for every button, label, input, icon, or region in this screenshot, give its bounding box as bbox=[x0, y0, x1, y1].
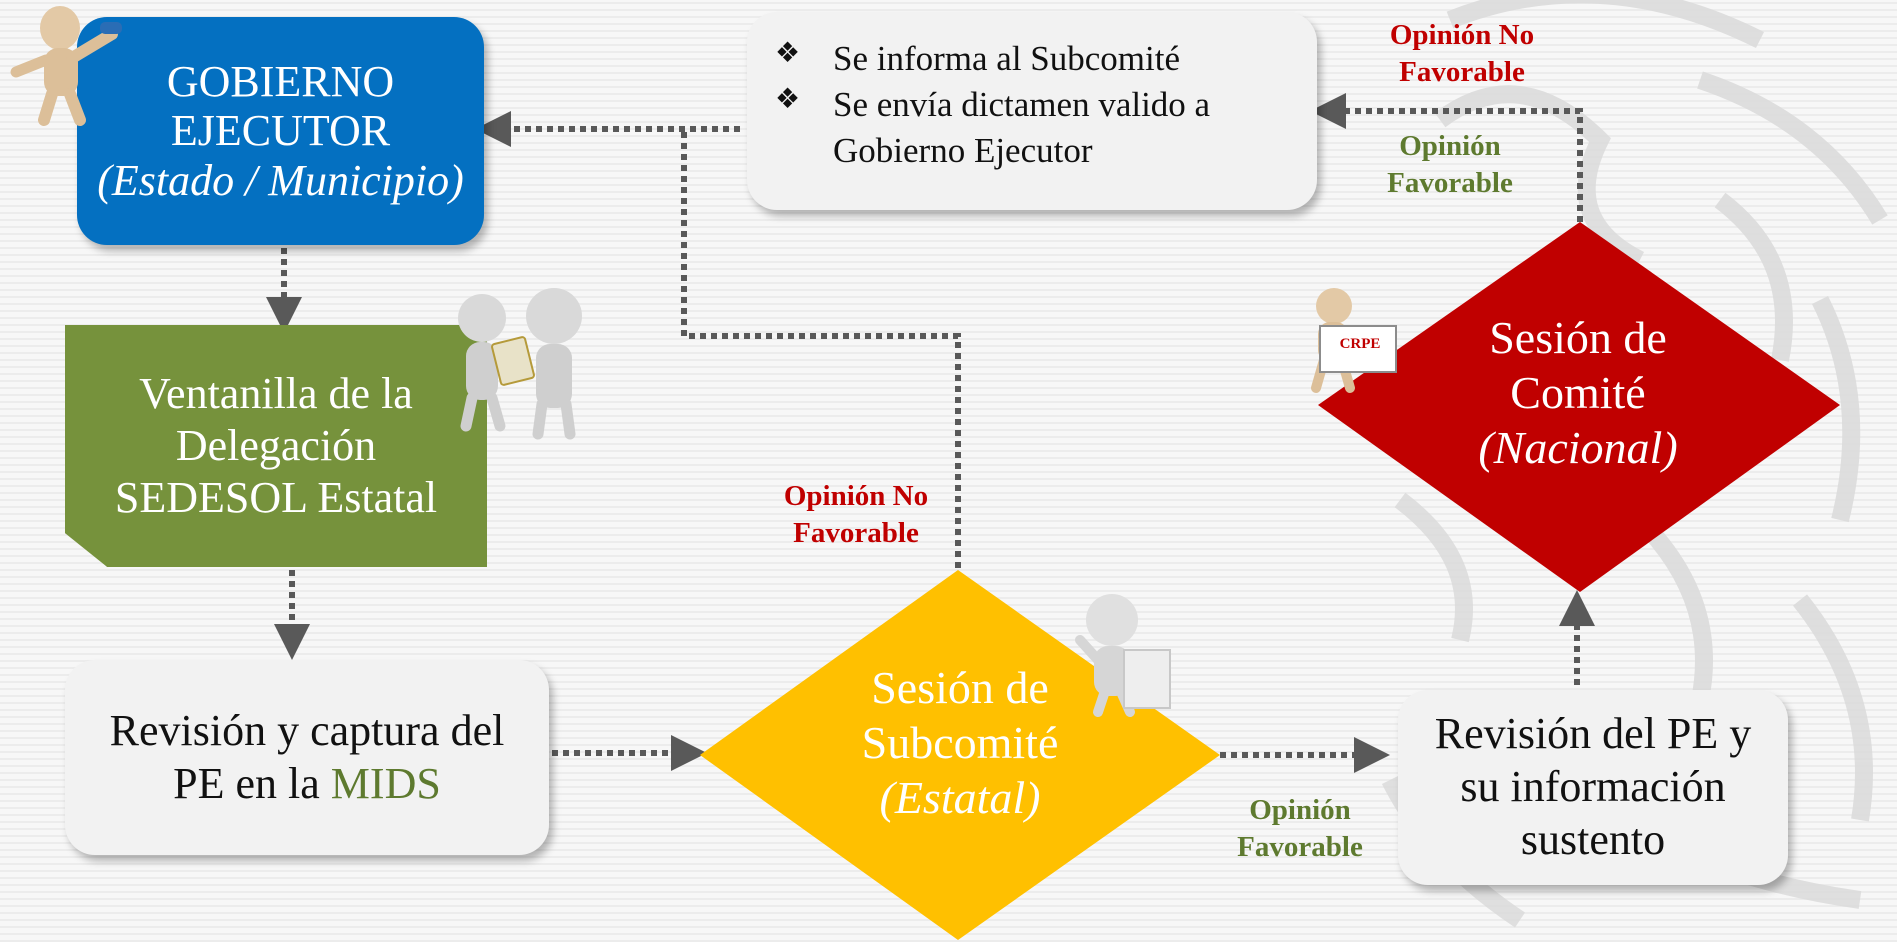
ventanilla-line1: Ventanilla de la bbox=[139, 369, 413, 419]
label-line: Favorable bbox=[1387, 167, 1513, 200]
thumbs-up-figure-icon bbox=[1075, 594, 1171, 717]
crpe-sign-figure-icon bbox=[1311, 288, 1397, 393]
comite-label: Sesión de Comité (Nacional) bbox=[1418, 310, 1738, 476]
informa-item-1: ❖ Se informa al Subcomité bbox=[775, 36, 1317, 82]
label-line: Opinión bbox=[1249, 794, 1351, 826]
comite-line3: (Nacional) bbox=[1478, 422, 1678, 474]
comite-line2: Comité bbox=[1510, 367, 1646, 419]
arrow-comite-to-informa bbox=[1310, 93, 1583, 222]
bullet-icon: ❖ bbox=[775, 84, 801, 116]
subcomite-label: Sesión de Subcomité (Estatal) bbox=[800, 660, 1120, 826]
comite-diamond bbox=[1318, 222, 1840, 592]
label-line: Favorable bbox=[793, 517, 919, 550]
pointing-figure-icon bbox=[10, 6, 122, 126]
informa-item-2-text: Se envía dictamen valido a bbox=[833, 85, 1211, 125]
meeting-figures-icon bbox=[458, 288, 582, 440]
comite-no-favorable-label: Opinión No Favorable bbox=[1362, 17, 1562, 91]
informa-item-3-text: Gobierno Ejecutor bbox=[833, 131, 1093, 171]
mids-highlight: MIDS bbox=[330, 758, 441, 808]
subcomite-line2: Subcomité bbox=[861, 717, 1059, 769]
subcomite-no-favorable-label: Opinión No Favorable bbox=[756, 478, 956, 552]
subcomite-line1: Sesión de bbox=[871, 662, 1049, 713]
revision-pe-box: Revisión del PE y su información sustent… bbox=[1398, 690, 1788, 885]
gobierno-line3: (Estado / Municipio) bbox=[97, 155, 464, 205]
revision-mids-box: Revisión y captura del PE en la MIDS bbox=[65, 660, 549, 855]
ventanilla-line3: SEDESOL Estatal bbox=[114, 472, 438, 522]
revision-pe-line2: su información bbox=[1460, 762, 1726, 812]
label-line: Opinión No bbox=[783, 480, 929, 512]
ventanilla-box: Ventanilla de la Delegación SEDESOL Esta… bbox=[65, 325, 487, 567]
revision-mids-line2-prefix: PE en la bbox=[173, 758, 331, 808]
gobierno-line1: GOBIERNO bbox=[166, 57, 395, 107]
gobierno-ejecutor-box: GOBIERNO EJECUTOR (Estado / Municipio) bbox=[77, 17, 484, 245]
label-line: Opinión bbox=[1399, 130, 1501, 162]
label-line: Opinión No bbox=[1389, 19, 1535, 51]
ventanilla-line2: Delegación bbox=[175, 421, 377, 471]
bullet-icon: ❖ bbox=[775, 38, 801, 69]
informa-item-3: Gobierno Ejecutor bbox=[775, 128, 1317, 174]
informa-item-1-text: Se informa al Subcomité bbox=[833, 39, 1181, 78]
label-line: Favorable bbox=[1237, 831, 1363, 864]
comite-favorable-label: Opinión Favorable bbox=[1370, 128, 1530, 202]
crpe-sign-text: CRPE bbox=[1339, 336, 1381, 352]
label-line: Favorable bbox=[1399, 56, 1525, 89]
revision-pe-line1: Revisión del PE y bbox=[1434, 709, 1752, 759]
subcomite-diamond bbox=[700, 570, 1220, 940]
gobierno-line2: EJECUTOR bbox=[170, 106, 391, 156]
informa-box: ❖ Se informa al Subcomité ❖ Se envía dic… bbox=[747, 12, 1317, 210]
subcomite-favorable-label: Opinión Favorable bbox=[1220, 792, 1380, 866]
subcomite-line3: (Estatal) bbox=[879, 772, 1041, 824]
revision-mids-line2: PE en la MIDS bbox=[173, 758, 441, 811]
revision-mids-line1: Revisión y captura del bbox=[109, 705, 505, 755]
line-subcomite-no-favorable bbox=[681, 129, 961, 568]
comite-line1: Sesión de bbox=[1489, 312, 1667, 363]
revision-pe-line3: sustento bbox=[1520, 814, 1666, 864]
informa-item-2: ❖ Se envía dictamen valido a bbox=[775, 82, 1317, 128]
